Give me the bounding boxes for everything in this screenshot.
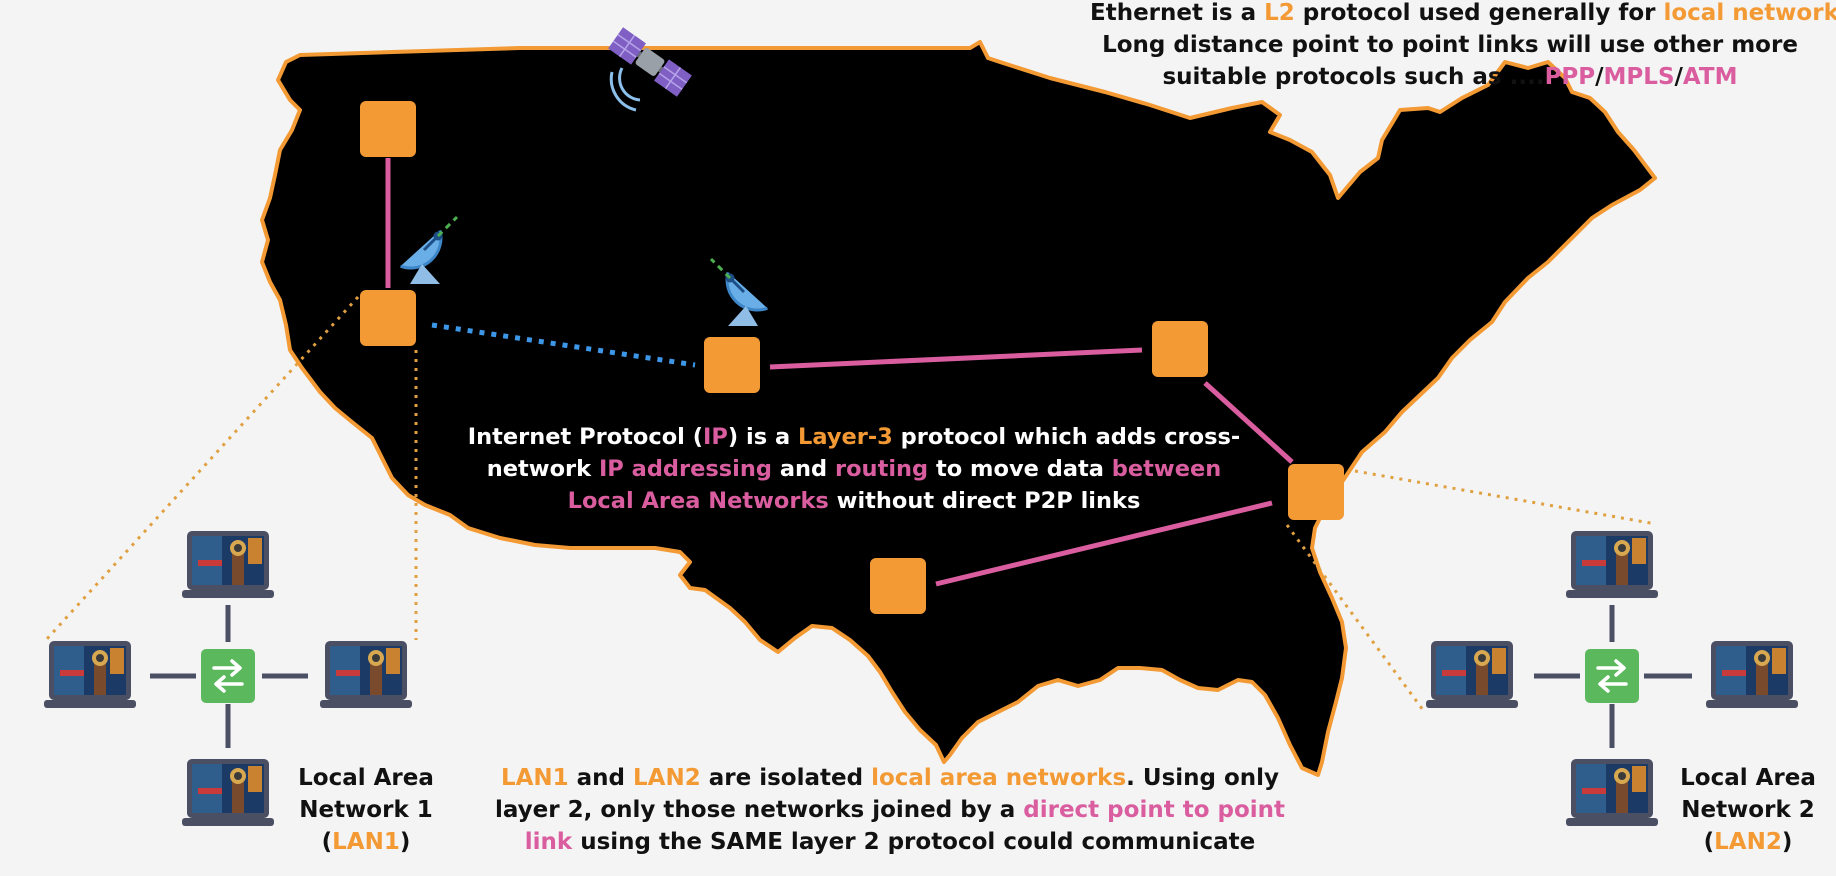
ethernet-note-line-1: Ethernet is a L2 protocol used generally… xyxy=(1090,0,1836,29)
highlight-local-area-networks: local area networks xyxy=(871,765,1127,791)
ip-note-line-1: Internet Protocol (IP) is a Layer-3 prot… xyxy=(434,421,1274,453)
ethernet-note: Ethernet is a L2 protocol used generally… xyxy=(1090,0,1836,93)
highlight-lan1: LAN1 xyxy=(332,829,400,855)
text-run: without direct P2P links xyxy=(828,488,1141,514)
text-run: . Using only xyxy=(1126,765,1280,791)
lan1-label-line-2: Network 1 xyxy=(299,797,433,823)
text-run: suitable protocols such as .... xyxy=(1162,64,1545,90)
satellite-icon xyxy=(608,27,692,97)
lan2-label-line-1: Local Area xyxy=(1680,765,1816,791)
text-run: are isolated xyxy=(700,765,872,791)
router-central xyxy=(704,337,760,393)
p2p-link-central-east xyxy=(769,347,1143,370)
ip-note-line-3: Local Area Networks without direct P2P l… xyxy=(434,485,1274,517)
highlight-lan2: LAN2 xyxy=(1714,829,1782,855)
lan-note: LAN1 and LAN2 are isolated local area ne… xyxy=(480,762,1300,858)
laptop-icon xyxy=(1566,759,1658,826)
laptop-icon xyxy=(44,641,136,708)
p2p-link-east-southeast xyxy=(1203,381,1294,464)
satellite-link xyxy=(431,322,696,368)
lan2-tap-line-bottom xyxy=(1285,524,1425,711)
ethernet-note-line-2: Long distance point to point links will … xyxy=(1102,32,1798,58)
text-run: / xyxy=(1674,64,1683,90)
laptop-icon xyxy=(320,641,412,708)
text-run: ) xyxy=(399,829,411,855)
lan-note-line-3: link using the SAME layer 2 protocol cou… xyxy=(480,826,1300,858)
laptop-icon xyxy=(182,759,274,826)
lan2-network xyxy=(1426,531,1798,826)
laptop-icon xyxy=(1706,641,1798,708)
highlight-link: link xyxy=(524,829,573,855)
text-run: and xyxy=(568,765,634,791)
router-west xyxy=(360,290,416,346)
laptop-icon xyxy=(1426,641,1518,708)
highlight-ip: IP xyxy=(703,424,728,450)
lan2-tap-line-top xyxy=(1354,469,1657,526)
highlight-local-area-networks: Local Area Networks xyxy=(567,488,829,514)
text-run: to move data xyxy=(928,456,1112,482)
text-run: layer 2, only those networks joined by a xyxy=(494,797,1024,823)
text-run: ( xyxy=(321,829,333,855)
highlight-routing: routing xyxy=(835,456,929,482)
lan1-label: Local Area Network 1 (LAN1) xyxy=(276,762,456,858)
highlight-between: between xyxy=(1111,456,1222,482)
router-south xyxy=(870,558,926,614)
text-run: ( xyxy=(1703,829,1715,855)
highlight-atm: ATM xyxy=(1682,64,1738,90)
text-run: ) xyxy=(1781,829,1793,855)
lan2-label-line-2: Network 2 xyxy=(1681,797,1815,823)
text-run: protocol which adds cross- xyxy=(892,424,1241,450)
text-run: Internet Protocol ( xyxy=(467,424,704,450)
text-run: Ethernet is a xyxy=(1090,0,1265,26)
satellite-signal-icon xyxy=(609,67,641,112)
highlight-l2: L2 xyxy=(1264,0,1295,26)
router-southeast xyxy=(1288,464,1344,520)
laptop-icon xyxy=(1566,531,1658,598)
laptop-icon xyxy=(182,531,274,598)
highlight-lan2: LAN2 xyxy=(633,765,701,791)
text-run: protocol used generally for xyxy=(1294,0,1664,26)
router-north-west xyxy=(360,101,416,157)
highlight-layer-3: Layer-3 xyxy=(797,424,893,450)
lan1-label-line-1: Local Area xyxy=(298,765,434,791)
network-switch-icon xyxy=(199,647,257,705)
ethernet-note-line-3: suitable protocols such as ....PPP/MPLS/… xyxy=(1090,61,1810,93)
lan1-label-line-3: (LAN1) xyxy=(276,826,456,858)
highlight-ppp: PPP xyxy=(1544,64,1596,90)
router-east xyxy=(1152,321,1208,377)
network-switch-icon xyxy=(1583,647,1641,705)
highlight-mpls: MPLS xyxy=(1603,64,1675,90)
text-run: and xyxy=(772,456,835,482)
lan1-network xyxy=(44,531,412,826)
lan2-label: Local Area Network 2 (LAN2) xyxy=(1658,762,1836,858)
usa-map xyxy=(260,40,1657,777)
lan2-label-line-3: (LAN2) xyxy=(1658,826,1836,858)
lan-note-line-2: layer 2, only those networks joined by a… xyxy=(480,794,1300,826)
ip-note-line-2: network IP addressing and routing to mov… xyxy=(434,453,1274,485)
ip-note: Internet Protocol (IP) is a Layer-3 prot… xyxy=(434,421,1274,517)
highlight-direct-point-to-point: direct point to point xyxy=(1023,797,1286,823)
p2p-link-southeast-south xyxy=(935,500,1273,587)
lan-note-line-1: LAN1 and LAN2 are isolated local area ne… xyxy=(480,762,1300,794)
highlight-local-networks: local networks xyxy=(1663,0,1836,26)
highlight-ip-addressing: IP addressing xyxy=(598,456,773,482)
text-run: / xyxy=(1595,64,1604,90)
text-run: ) is a xyxy=(727,424,798,450)
text-run: using the SAME layer 2 protocol could co… xyxy=(572,829,1256,855)
text-run: network xyxy=(486,456,599,482)
highlight-lan1: LAN1 xyxy=(500,765,569,791)
